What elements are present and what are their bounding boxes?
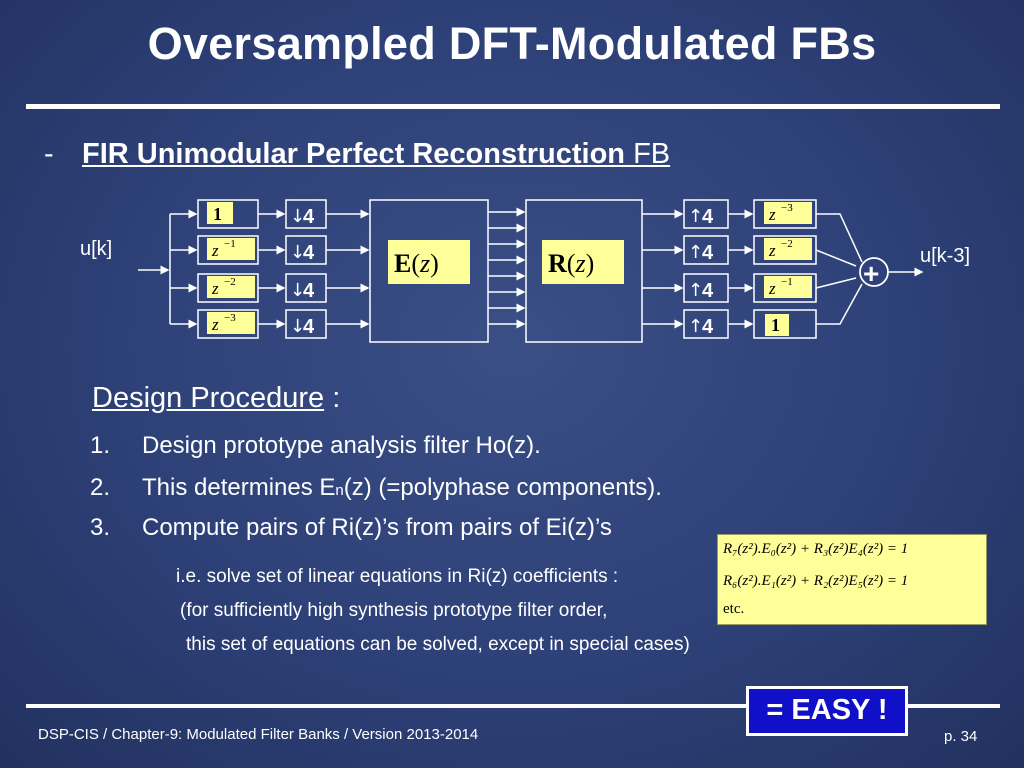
svg-text:E(z): E(z) [394,249,439,278]
decimator-factor-0: 4 [303,206,315,228]
synth-delay-exp-2: −1 [781,276,793,288]
procedure-step-1: 1. Design prototype analysis filter Ho(z)… [90,432,541,460]
delay-exp-1: −1 [224,238,236,250]
step-text: This determines E [142,474,336,501]
output-label: u[k-3] [920,245,970,267]
equation-line-1: R₇(z²).E₀(z²) + R₃(z²)E₄(z²) = 1 [723,541,909,557]
svg-text:↑: ↑ [688,280,703,301]
synth-delay-text-1: z [768,241,776,260]
equation-line-3: etc. [723,601,745,617]
expander-factor-1: 4 [702,242,714,264]
step-subscript: n [335,482,344,499]
E-letter: E [394,249,411,278]
synth-delay-exp-1: −2 [781,238,793,250]
step-text-rest: (z) (=polyphase components). [343,474,662,501]
svg-text:↓: ↓ [290,242,305,263]
step-number: 3. [90,514,111,541]
expander-column: ↑ 4 ↑ 4 ↑ 4 ↑ 4 [683,199,729,339]
slide-title: Oversampled DFT-Modulated FBs [147,18,877,69]
design-procedure-colon: : [324,382,341,414]
expander-factor-0: 4 [702,206,714,228]
R-matrix-block [525,199,643,343]
delay-text-3: z [211,315,219,334]
step-text: Compute pairs of Ri(z)’s from pairs of E… [142,514,612,541]
expander-factor-3: 4 [702,316,714,338]
svg-text:↑: ↑ [688,206,703,227]
design-procedure-title: Design Procedure [92,382,325,414]
decimator-column: ↓ 4 ↓ 4 ↓ 4 ↓ 4 [285,199,327,339]
delay-exp-2: −2 [224,276,236,288]
svg-text:↑: ↑ [688,242,703,263]
title-rule [26,104,1000,109]
subheading: -FIR Unimodular Perfect Reconstruction F… [44,138,670,171]
step-number: 1. [90,432,111,459]
easy-callout: = EASY ! [746,686,908,736]
E-matrix-block [369,199,489,343]
equation-box: R₇(z²).E₀(z²) + R₃(z²)E₄(z²) = 1 R₆(z²).… [717,534,987,625]
note-line-3: this set of equations can be solved, exc… [186,634,690,655]
equation-line-2: R₆(z²).E₁(z²) + R₂(z²)E₅(z²) = 1 [723,573,909,589]
delay-text-0: 1 [213,204,222,224]
bullet-dash: - [44,138,54,170]
footer-rule [26,704,1000,708]
svg-text:↓: ↓ [290,206,305,227]
svg-text:↓: ↓ [290,280,305,301]
decimator-factor-3: 4 [303,316,315,338]
note-line-2: (for sufficiently high synthesis prototy… [180,600,608,621]
procedure-step-3: 3. Compute pairs of Ri(z)’s from pairs of… [90,514,612,542]
subheading-rest: FB [625,138,671,170]
filter-bank-diagram: u[k] 1 z −1 z −2 z −3 ↓ 4 ↓ [80,199,970,343]
synth-delay-text-2: z [768,279,776,298]
step-number: 2. [90,474,111,501]
footer-text: DSP-CIS / Chapter-9: Modulated Filter Ba… [38,726,479,743]
decimator-factor-1: 4 [303,242,315,264]
subheading-bold: FIR Unimodular Perfect Reconstruction [82,138,626,170]
page-number: p. 34 [944,728,978,745]
synth-delay-text-0: z [768,205,776,224]
svg-text:R(z): R(z) [548,249,594,278]
delay-text-1: z [211,241,219,260]
delay-exp-3: −3 [224,312,236,324]
E-arg: z [419,249,430,278]
input-label: u[k] [80,238,112,260]
svg-text:↓: ↓ [290,316,305,337]
adder-symbol: + [863,258,879,289]
procedure-step-2: 2. This determines En(z) (=polyphase comp… [90,474,662,502]
delay-text-2: z [211,279,219,298]
synth-delay-exp-0: −3 [781,202,793,214]
synth-delay-text-3: 1 [771,315,780,335]
expander-factor-2: 4 [702,280,714,302]
design-procedure-heading: Design Procedure : [92,382,340,415]
R-letter: R [548,249,567,278]
decimator-factor-2: 4 [303,280,315,302]
R-arg: z [574,249,585,278]
step-text: Design prototype analysis filter Ho(z). [142,432,541,459]
svg-text:↑: ↑ [688,316,703,337]
note-line-1: i.e. solve set of linear equations in Ri… [176,566,619,587]
